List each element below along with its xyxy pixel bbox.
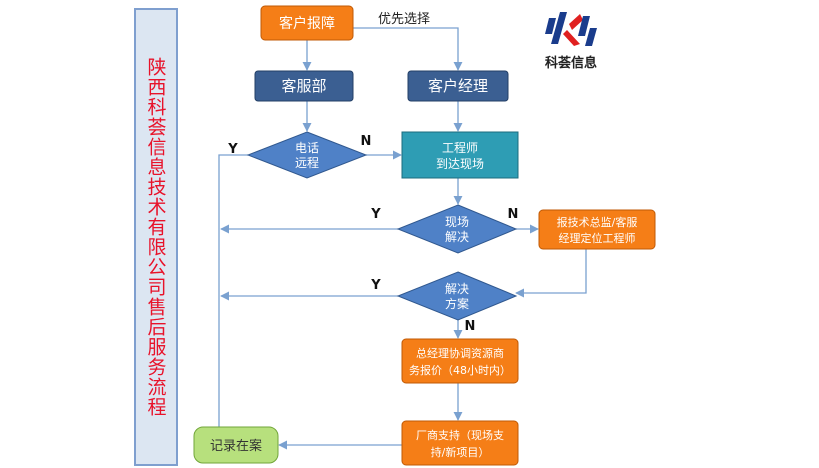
node-gm-line1: 总经理协调资源商 xyxy=(416,346,504,360)
node-report: 客户报障 xyxy=(260,5,354,41)
node-service: 客服部 xyxy=(254,70,354,102)
label-onsite-no: N xyxy=(508,207,519,222)
company-logo: 科荟信息 xyxy=(545,12,597,71)
node-record: 记录在案 xyxy=(193,426,279,464)
label-solution-no: N xyxy=(465,319,476,334)
node-gm-coordinate: 总经理协调资源商 务报价（48小时内） xyxy=(401,338,519,384)
node-record-label: 记录在案 xyxy=(210,439,262,454)
company-title: 陕西科荟信息技术有限公司售后服务流程 xyxy=(144,57,167,417)
node-vendor-line1: 厂商支持（现场支 xyxy=(416,428,504,442)
logo-mark-icon xyxy=(545,12,597,46)
node-engineer: 工程师 到达现场 xyxy=(401,131,519,179)
node-engineer-line2: 到达现场 xyxy=(436,157,484,171)
arrow-escalate-to-solution xyxy=(515,249,587,298)
label-phone-no: N xyxy=(361,134,372,149)
node-phone-line1: 电话 xyxy=(295,141,319,155)
node-onsite-line2: 解决 xyxy=(445,230,469,244)
label-solution-yes: Y xyxy=(370,278,381,293)
node-phone-line2: 远程 xyxy=(295,155,319,170)
logo-text: 科荟信息 xyxy=(545,55,597,71)
label-onsite-yes: Y xyxy=(370,207,381,222)
node-escalate-line2: 经理定位工程师 xyxy=(559,231,636,245)
label-phone-yes: Y xyxy=(227,142,238,157)
node-onsite-resolve: 现场 解决 xyxy=(396,204,518,254)
node-phone-remote: 电话 远程 xyxy=(246,131,368,179)
node-manager: 客户经理 xyxy=(407,70,509,102)
node-escalate: 报技术总监/客服 经理定位工程师 xyxy=(538,209,656,250)
node-onsite-line1: 现场 xyxy=(445,215,469,229)
company-title-box: 陕西科荟信息技术有限公司售后服务流程 xyxy=(134,8,178,466)
line-phone-yes xyxy=(218,154,248,447)
node-solution-line2: 方案 xyxy=(445,296,469,311)
node-service-label: 客服部 xyxy=(281,77,326,95)
node-escalate-line1: 报技术总监/客服 xyxy=(557,215,638,229)
node-vendor-support: 厂商支持（现场支 持/新项目） xyxy=(401,420,519,466)
node-solution: 解决 方案 xyxy=(396,271,518,321)
node-vendor-line2: 持/新项目） xyxy=(431,445,490,459)
node-solution-line1: 解决 xyxy=(445,282,469,296)
arrow-report-to-manager xyxy=(353,27,463,71)
node-engineer-line1: 工程师 xyxy=(442,140,478,155)
node-gm-line2: 务报价（48小时内） xyxy=(409,363,511,377)
label-priority: 优先选择 xyxy=(378,12,430,27)
node-manager-label: 客户经理 xyxy=(428,77,488,95)
node-report-label: 客户报障 xyxy=(279,15,335,32)
connectors xyxy=(218,27,587,450)
